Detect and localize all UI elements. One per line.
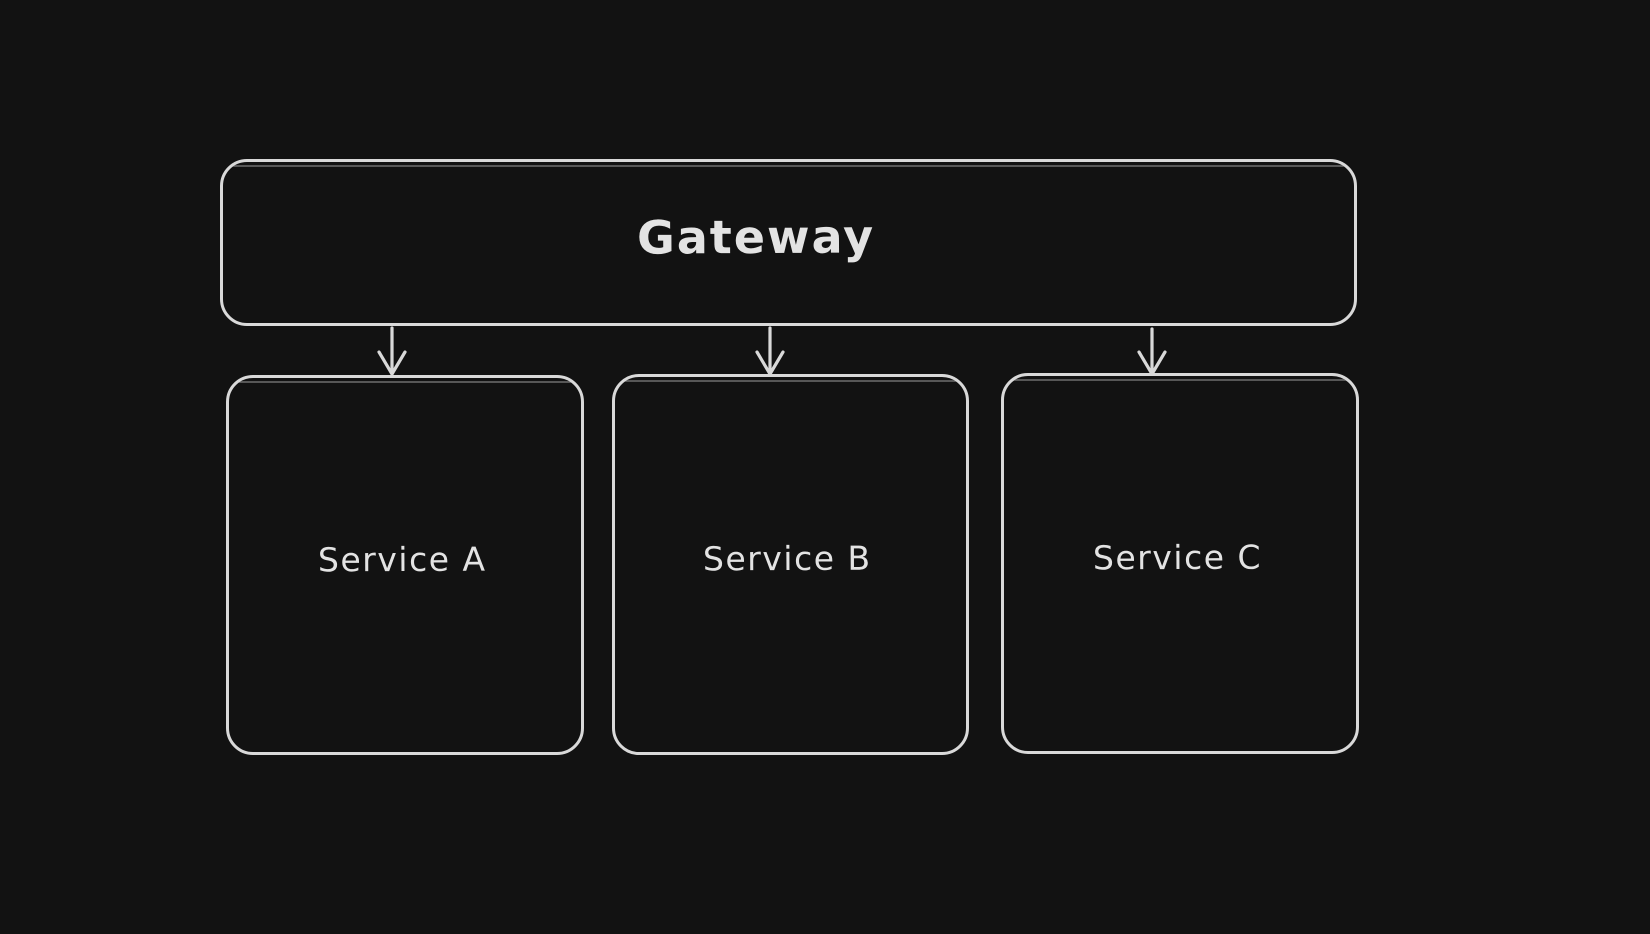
service-c-label: Service C: [1092, 537, 1262, 578]
gateway-node[interactable]: Gateway: [220, 159, 1357, 326]
arrow-gateway-to-service-b[interactable]: [755, 326, 785, 376]
arrow-gateway-to-service-a[interactable]: [377, 326, 407, 376]
service-b-label: Service B: [703, 538, 872, 579]
service-c-node[interactable]: Service C: [1001, 373, 1359, 754]
service-a-node[interactable]: Service A: [226, 375, 584, 755]
service-b-node[interactable]: Service B: [612, 374, 969, 755]
service-a-label: Service A: [317, 539, 487, 579]
gateway-label: Gateway: [637, 208, 876, 265]
arrow-gateway-to-service-c[interactable]: [1137, 327, 1167, 376]
